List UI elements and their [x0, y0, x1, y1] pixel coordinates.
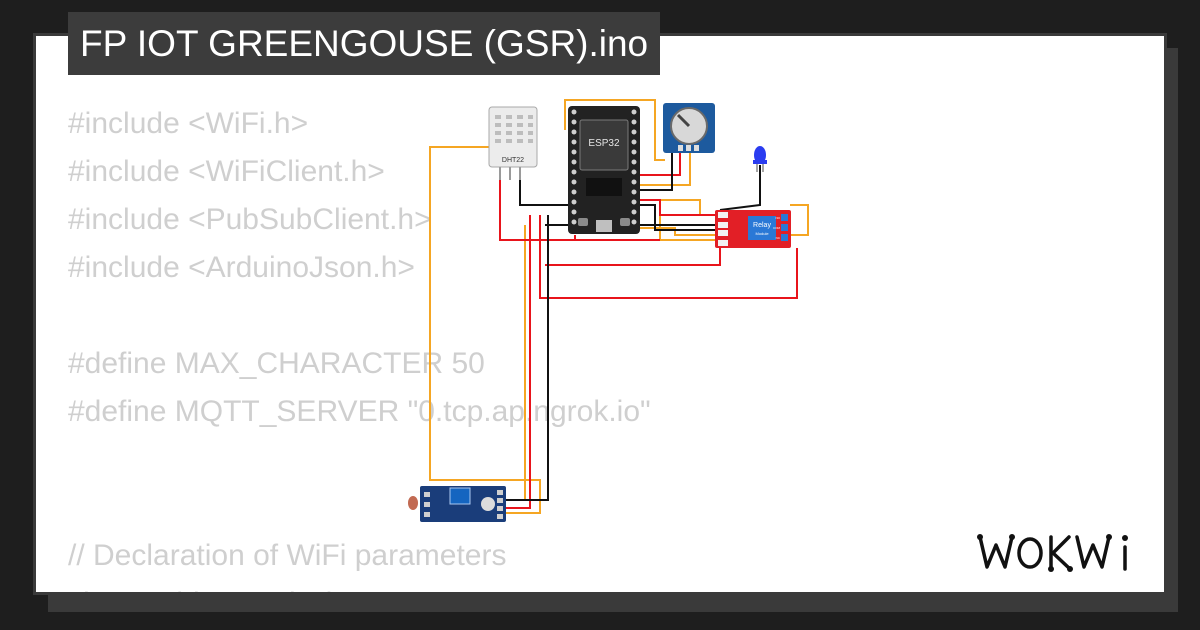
code-preview: #include <WiFi.h> #include <WiFiClient.h…: [68, 100, 651, 592]
wire-red: [630, 150, 681, 176]
wire-orange: [564, 99, 665, 161]
wokwi-logo-mark: [977, 534, 1128, 572]
relay-label: Relay: [753, 222, 771, 229]
relay-module[interactable]: Relay Module NO COM NC: [715, 210, 791, 248]
code-line: #include <PubSubClient.h>: [68, 203, 432, 236]
ldr-indicator: [481, 497, 495, 511]
code-line: #include <WiFiClient.h>: [68, 155, 385, 188]
wire-orange: [505, 225, 526, 501]
project-title: FP IOT GREENGOUSE (GSR).ino: [68, 12, 661, 75]
relay-pin-label: COM: [773, 226, 781, 230]
wire-orange: [429, 146, 541, 514]
wire-black: [505, 215, 549, 501]
esp32-shield: [579, 119, 629, 171]
relay-coil: [748, 216, 776, 240]
potentiometer[interactable]: [663, 103, 715, 153]
code-line: #include <ArduinoJson.h>: [68, 251, 415, 284]
relay-pin-label: NC: [776, 236, 781, 240]
relay-sublabel: Module: [755, 231, 769, 236]
wire-red: [539, 215, 798, 299]
code-line: char* ssid = "Wokwi-GUEST";: [68, 580, 651, 592]
dht22-sensor[interactable]: DHT22: [488, 106, 538, 180]
relay-pin-label: NO: [776, 216, 781, 220]
wire-orange: [625, 150, 691, 186]
code-line: // Declaration of WiFi parameters: [68, 539, 507, 572]
usb-port: [596, 220, 612, 232]
esp32-chip: [586, 178, 622, 196]
esp32-board[interactable]: ESP32: [568, 106, 640, 234]
ldr-module[interactable]: [408, 486, 506, 522]
reset-button[interactable]: [620, 218, 630, 226]
code-line: #define MAX_CHARACTER 50: [68, 347, 485, 380]
boot-button[interactable]: [578, 218, 588, 226]
wire-black: [719, 165, 761, 211]
wokwi-logo: [975, 525, 1150, 585]
wire-orange: [640, 199, 720, 216]
code-line: #include <WiFi.h>: [68, 107, 309, 140]
wire-red: [505, 215, 531, 509]
trimpot: [449, 487, 471, 505]
dht22-label: DHT22: [502, 157, 524, 164]
esp32-label: ESP32: [588, 138, 620, 149]
wire-black: [630, 150, 673, 191]
wire-red: [545, 245, 721, 266]
wire-black: [519, 165, 560, 206]
wires: [429, 99, 809, 514]
wire-red: [499, 165, 660, 241]
blue-led[interactable]: [753, 146, 767, 172]
photoresistor: [408, 496, 418, 510]
wire-orange: [790, 204, 809, 236]
